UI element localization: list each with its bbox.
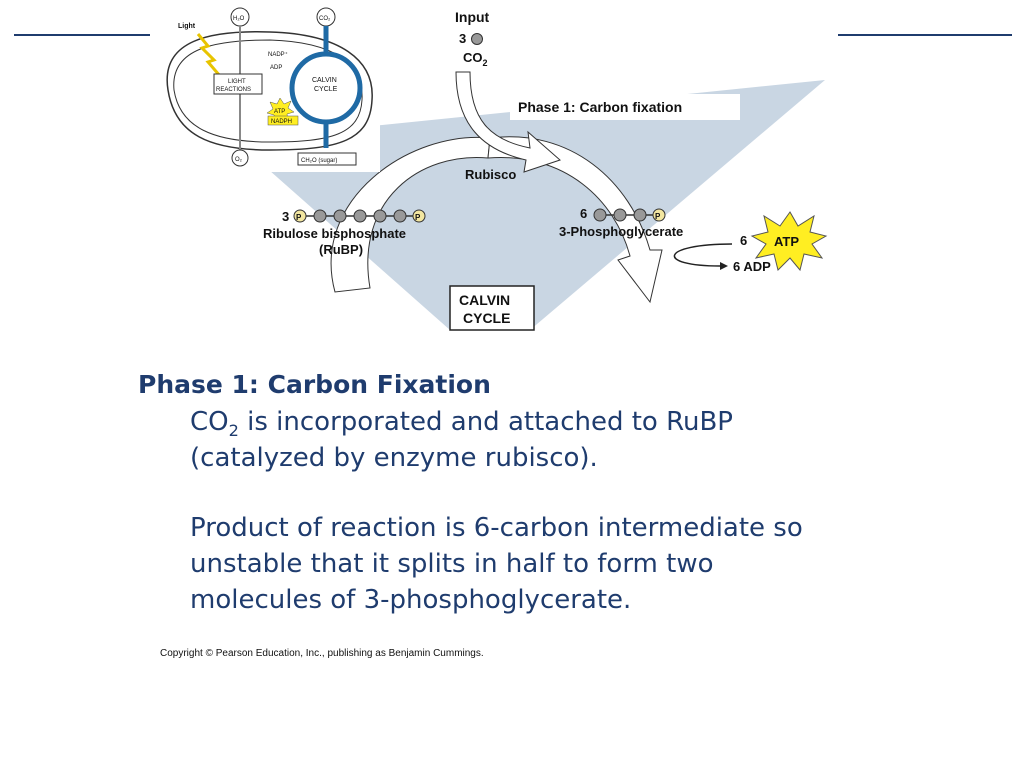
paragraph-2-line-2: unstable that it splits in half to form … (190, 549, 714, 579)
calvin-cycle-diagram: Input 3 CO2 Phase 1: Carbon fixation Rub… (150, 0, 828, 331)
phase-label: Phase 1: Carbon fixation (518, 99, 682, 115)
svg-text:NADPH: NADPH (271, 119, 292, 125)
svg-text:H₂O: H₂O (233, 16, 245, 22)
paragraph-2: Product of reaction is 6-carbon intermed… (190, 510, 930, 618)
co2-molecule (471, 33, 483, 45)
paragraph-1-line-2: (catalyzed by enzyme rubisco). (190, 443, 598, 473)
svg-text:ATP: ATP (274, 109, 285, 115)
pga-name: 3-Phosphoglycerate (559, 224, 683, 239)
svg-text:REACTIONS: REACTIONS (216, 87, 251, 93)
svg-text:CALVIN: CALVIN (312, 77, 337, 84)
atp-count: 6 (740, 233, 747, 248)
rubp-molecule: P P (293, 209, 426, 223)
paragraph-1-line-1: CO2 is incorporated and attached to RuBP (190, 407, 733, 440)
top-rule-right (838, 34, 1012, 36)
adp-label: 6 ADP (733, 259, 771, 274)
calvin-cycle-line1: CALVIN (459, 292, 510, 308)
rubp-count: 3 (282, 209, 289, 224)
rubisco-label: Rubisco (465, 167, 516, 182)
phase-label-box (510, 94, 740, 120)
inset-light-bolt (196, 33, 222, 77)
svg-text:P: P (655, 212, 661, 221)
chloroplast-inset: Light H₂O CO₂ LIGHT REACTIONS CALVIN CYC… (150, 0, 380, 172)
svg-text:CYCLE: CYCLE (314, 86, 338, 93)
inset-light: Light (178, 23, 196, 30)
diagram-background (235, 80, 825, 330)
paragraph-1: CO2 is incorporated and attached to RuBP… (190, 404, 930, 476)
atp-label: ATP (774, 234, 799, 249)
atp-adp-arrow (673, 243, 733, 267)
atp-starburst (750, 211, 828, 272)
copyright-notice: Copyright © Pearson Education, Inc., pub… (160, 648, 484, 659)
calvin-cycle-line2: CYCLE (463, 310, 510, 326)
input-arrow (455, 71, 561, 173)
svg-text:CO₂: CO₂ (319, 16, 331, 22)
svg-text:O₂: O₂ (235, 157, 243, 163)
rubp-abbr: (RuBP) (319, 242, 363, 257)
paragraph-2-line-1: Product of reaction is 6-carbon intermed… (190, 513, 803, 543)
slide-heading: Phase 1: Carbon Fixation (138, 370, 491, 399)
input-label: Input (455, 9, 490, 25)
input-count: 3 (459, 31, 466, 46)
calvin-cycle-box (449, 285, 535, 331)
paragraph-2-line-3: molecules of 3-phosphoglycerate. (190, 585, 632, 615)
pga-molecule: P (593, 208, 666, 222)
svg-text:P: P (296, 213, 302, 222)
svg-text:CH₂O (sugar): CH₂O (sugar) (301, 158, 337, 164)
svg-text:NADP⁺: NADP⁺ (268, 51, 288, 58)
svg-text:LIGHT: LIGHT (228, 79, 246, 85)
svg-text:ADP: ADP (270, 65, 282, 71)
rubp-name: Ribulose bisphosphate (263, 226, 406, 241)
inset-light-reactions (213, 73, 263, 95)
input-co2: CO2 (463, 50, 488, 68)
pga-count: 6 (580, 206, 587, 221)
svg-text:P: P (415, 213, 421, 222)
top-rule-left (14, 34, 152, 36)
